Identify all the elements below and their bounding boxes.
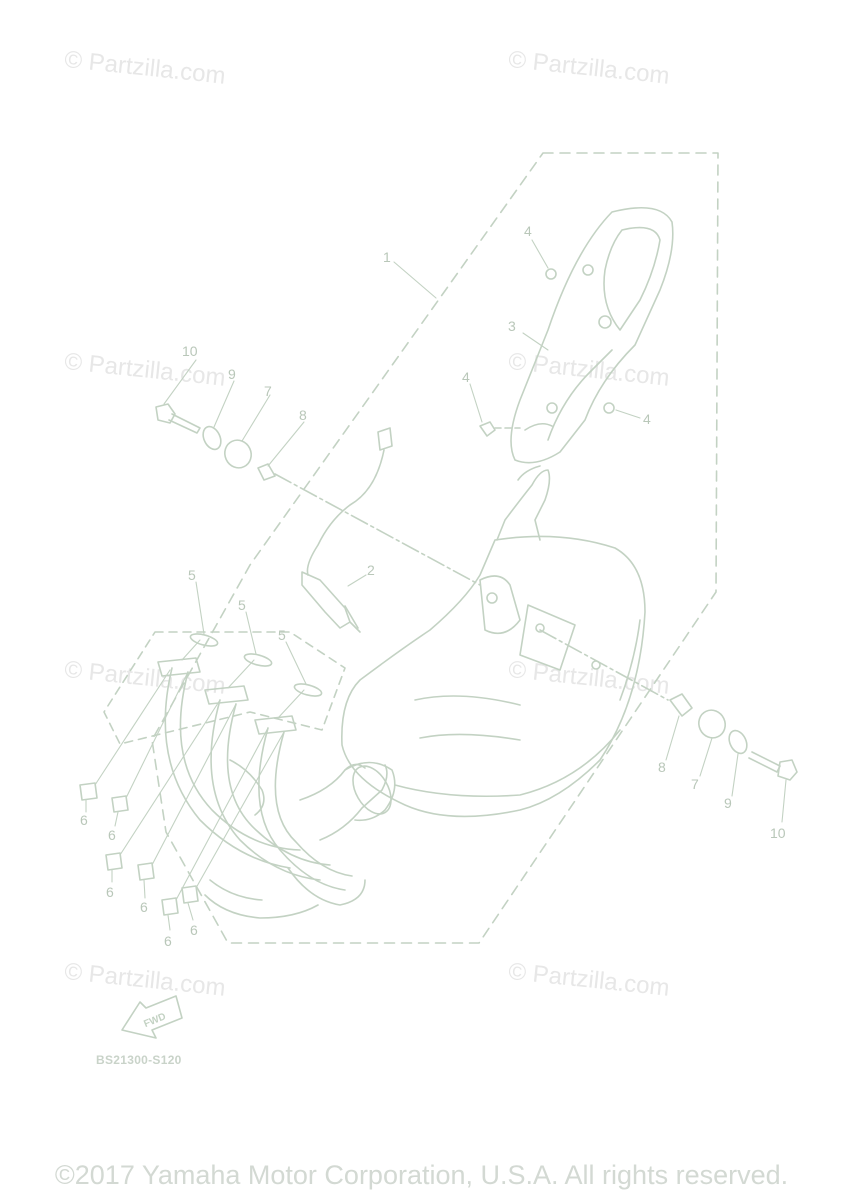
diagram-code: BS21300-S120 [96,1053,182,1067]
callout-4a: 4 [524,223,532,239]
callout-6b: 6 [108,827,116,843]
fwd-text: FWD [142,1011,167,1030]
callout-6d: 6 [140,899,148,915]
muffler [341,465,646,818]
copyright-footer: ©2017 Yamaha Motor Corporation, U.S.A. A… [54,1160,789,1190]
right-mount-stack [539,629,798,781]
heat-protector [510,206,674,464]
label-leaders [85,239,787,931]
callout-5b: 5 [238,597,246,613]
callout-3: 3 [508,318,516,334]
gaskets [189,633,323,697]
callout-4b: 4 [462,369,470,385]
callout-9-left: 9 [228,366,236,382]
callout-5c: 5 [278,627,286,643]
callout-7-left: 7 [264,383,272,399]
callout-10-left: 10 [182,343,198,359]
callout-10-right: 10 [770,825,786,841]
fwd-label: FWD [142,1011,167,1030]
callout-4c: 4 [643,411,651,427]
callout-8-right: 8 [658,759,666,775]
callout-5a: 5 [188,567,196,583]
callout-9-right: 9 [724,795,732,811]
callout-6f: 6 [190,922,198,938]
leader-lines [94,639,305,901]
callout-labels: 1 2 3 4 4 4 5 5 5 6 6 6 6 6 6 7 7 8 8 9 … [80,223,786,949]
callout-6a: 6 [80,812,88,828]
pipe-flanges [157,657,297,735]
oxygen-sensor [301,427,393,633]
fwd-arrow-icon [121,995,183,1039]
callout-6c: 6 [106,884,114,900]
callout-1: 1 [383,249,391,265]
nuts [79,782,199,916]
left-mount-stack [155,403,481,586]
assembly-outline [151,152,719,944]
callout-2: 2 [367,562,375,578]
callout-8-left: 8 [299,407,307,423]
callout-6e: 6 [164,933,172,949]
callout-7-right: 7 [691,776,699,792]
protector-screws [479,268,615,437]
gasket-group-outline [103,631,346,745]
